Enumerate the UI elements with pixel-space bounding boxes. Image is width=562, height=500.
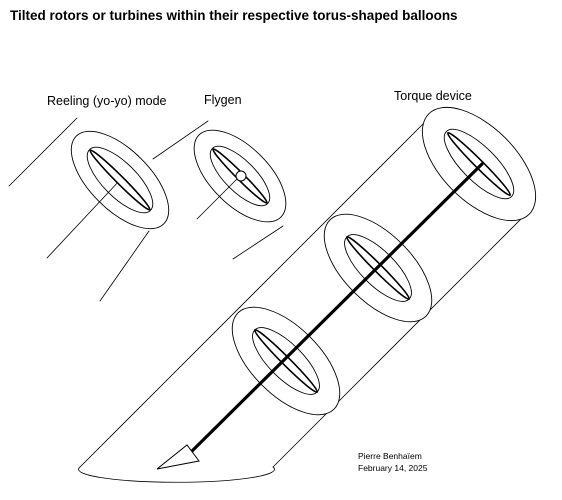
torque-lower-rotor-blades	[253, 328, 319, 394]
reeling-mode-unit	[8, 117, 170, 302]
credit-date: February 14, 2025	[358, 463, 428, 473]
reeling-tether-lines	[8, 117, 150, 302]
diagram-title: Tilted rotors or turbines within their r…	[10, 8, 458, 23]
flygen-generator-hub	[235, 170, 247, 182]
flygen-tether-lines	[152, 120, 284, 260]
flygen-torus-inner	[209, 145, 271, 207]
label-flygen: Flygen	[204, 93, 242, 107]
credit-block: Pierre Benhaïem February 14, 2025	[358, 450, 427, 474]
torque-device-unit	[78, 106, 537, 483]
flygen-unit	[152, 120, 287, 260]
torque-shaft	[186, 162, 484, 457]
torque-base-ellipse	[78, 466, 275, 483]
credit-author: Pierre Benhaïem	[358, 451, 422, 461]
reeling-rotor-blades	[89, 149, 151, 211]
label-reeling-mode: Reeling (yo-yo) mode	[47, 94, 167, 108]
torque-ground-station	[156, 444, 200, 470]
flygen-torus-outer	[193, 129, 287, 223]
label-torque-device: Torque device	[394, 89, 472, 103]
torque-tube-sides	[79, 117, 531, 468]
